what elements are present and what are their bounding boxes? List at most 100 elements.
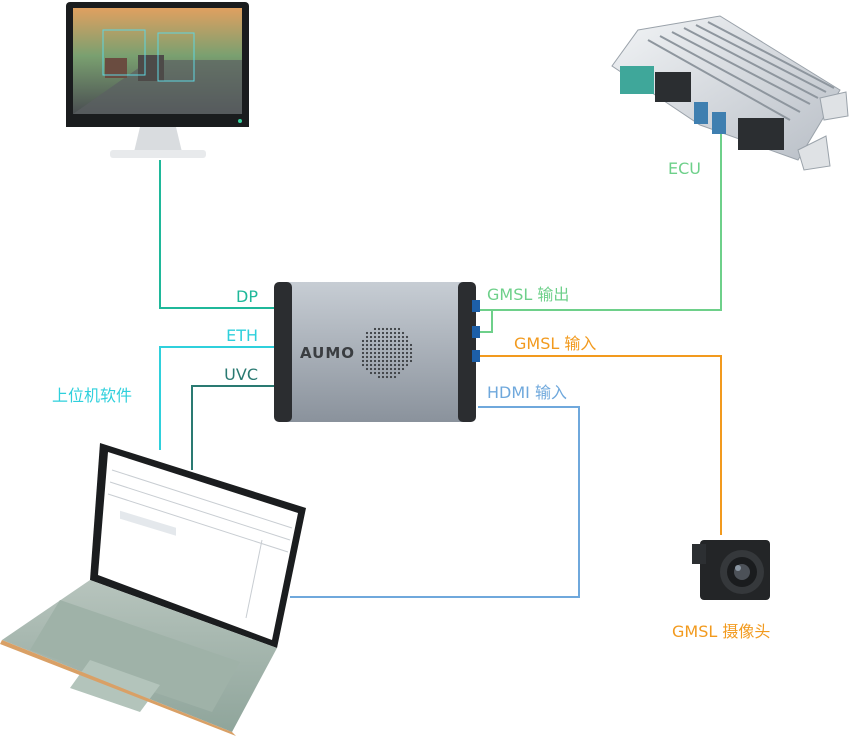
grille-hole <box>397 351 401 355</box>
grille-hole <box>389 363 393 367</box>
grille-hole <box>385 375 389 379</box>
grille-hole <box>401 351 405 355</box>
grille-hole <box>385 359 389 363</box>
grille-hole <box>389 331 393 335</box>
label-gmsl-out: GMSL 输出 <box>487 285 569 304</box>
grille-hole <box>401 343 405 347</box>
grille-hole <box>365 339 369 343</box>
grille-hole <box>401 359 405 363</box>
connection-lines <box>159 130 722 598</box>
label-hdmi-in: HDMI 输入 <box>487 383 567 402</box>
grille-hole <box>373 343 377 347</box>
label-ecu: ECU <box>668 159 701 178</box>
grille-hole <box>389 343 393 347</box>
grille-hole <box>385 327 389 331</box>
grille-hole <box>397 327 401 331</box>
grille-hole <box>377 347 381 351</box>
grille-hole <box>377 327 381 331</box>
grille-hole <box>397 343 401 347</box>
grille-hole <box>361 343 365 347</box>
grille-hole <box>365 359 369 363</box>
grille-hole <box>405 363 409 367</box>
line-dp <box>159 160 286 309</box>
grille-hole <box>389 339 393 343</box>
grille-hole <box>401 331 405 335</box>
grille-hole <box>409 355 413 359</box>
grille-hole <box>393 367 397 371</box>
grille-hole <box>373 351 377 355</box>
grille-hole <box>393 351 397 355</box>
grille-hole <box>393 335 397 339</box>
label-software: 上位机软件 <box>52 386 132 405</box>
grille-hole <box>377 343 381 347</box>
grille-hole <box>389 347 393 351</box>
grille-hole <box>369 371 373 375</box>
line-gmsl-in <box>478 355 722 535</box>
grille-hole <box>389 375 393 379</box>
grille-hole <box>389 371 393 375</box>
grille-hole <box>373 331 377 335</box>
grille-hole <box>385 367 389 371</box>
grille-hole <box>393 347 397 351</box>
grille-hole <box>405 335 409 339</box>
grille-hole <box>369 347 373 351</box>
grille-hole <box>377 367 381 371</box>
grille-hole <box>373 327 377 331</box>
grille-hole <box>369 355 373 359</box>
grille-hole <box>369 335 373 339</box>
grille-hole <box>405 359 409 363</box>
capture-box-icon[interactable] <box>274 282 480 422</box>
grille-hole <box>373 371 377 375</box>
grille-hole <box>377 371 381 375</box>
grille-hole <box>385 339 389 343</box>
grille-hole <box>409 343 413 347</box>
grille-hole <box>389 355 393 359</box>
grille-hole <box>381 355 385 359</box>
grille-hole <box>365 363 369 367</box>
grille-hole <box>385 347 389 351</box>
grille-hole <box>377 355 381 359</box>
grille-hole <box>377 335 381 339</box>
grille-hole <box>365 347 369 351</box>
grille-hole <box>381 335 385 339</box>
grille-hole <box>381 371 385 375</box>
grille-hole <box>401 347 405 351</box>
grille-hole <box>381 347 385 351</box>
grille-hole <box>373 367 377 371</box>
grille-hole <box>381 359 385 363</box>
grille-hole <box>373 347 377 351</box>
grille-hole <box>365 355 369 359</box>
grille-hole <box>397 367 401 371</box>
grille-hole <box>381 343 385 347</box>
grille-hole <box>389 327 393 331</box>
grille-hole <box>397 363 401 367</box>
grille-hole <box>385 355 389 359</box>
grille-hole <box>373 335 377 339</box>
grille-hole <box>361 363 365 367</box>
grille-hole <box>369 339 373 343</box>
grille-hole <box>405 343 409 347</box>
grille-hole <box>389 367 393 371</box>
grille-hole <box>369 331 373 335</box>
grille-hole <box>369 367 373 371</box>
laptop-icon[interactable] <box>0 443 306 736</box>
grille-hole <box>381 367 385 371</box>
grille-hole <box>373 363 377 367</box>
grille-hole <box>405 339 409 343</box>
grille-hole <box>405 347 409 351</box>
grille-hole <box>393 363 397 367</box>
grille-hole <box>401 355 405 359</box>
grille-hole <box>393 375 397 379</box>
grille-hole <box>393 355 397 359</box>
grille-hole <box>393 327 397 331</box>
grille-hole <box>397 335 401 339</box>
grille-hole <box>409 351 413 355</box>
grille-hole <box>385 343 389 347</box>
line-gmsl-in-link <box>478 310 493 333</box>
grille-hole <box>393 371 397 375</box>
grille-hole <box>393 339 397 343</box>
grille-hole <box>409 347 413 351</box>
grille-hole <box>377 375 381 379</box>
